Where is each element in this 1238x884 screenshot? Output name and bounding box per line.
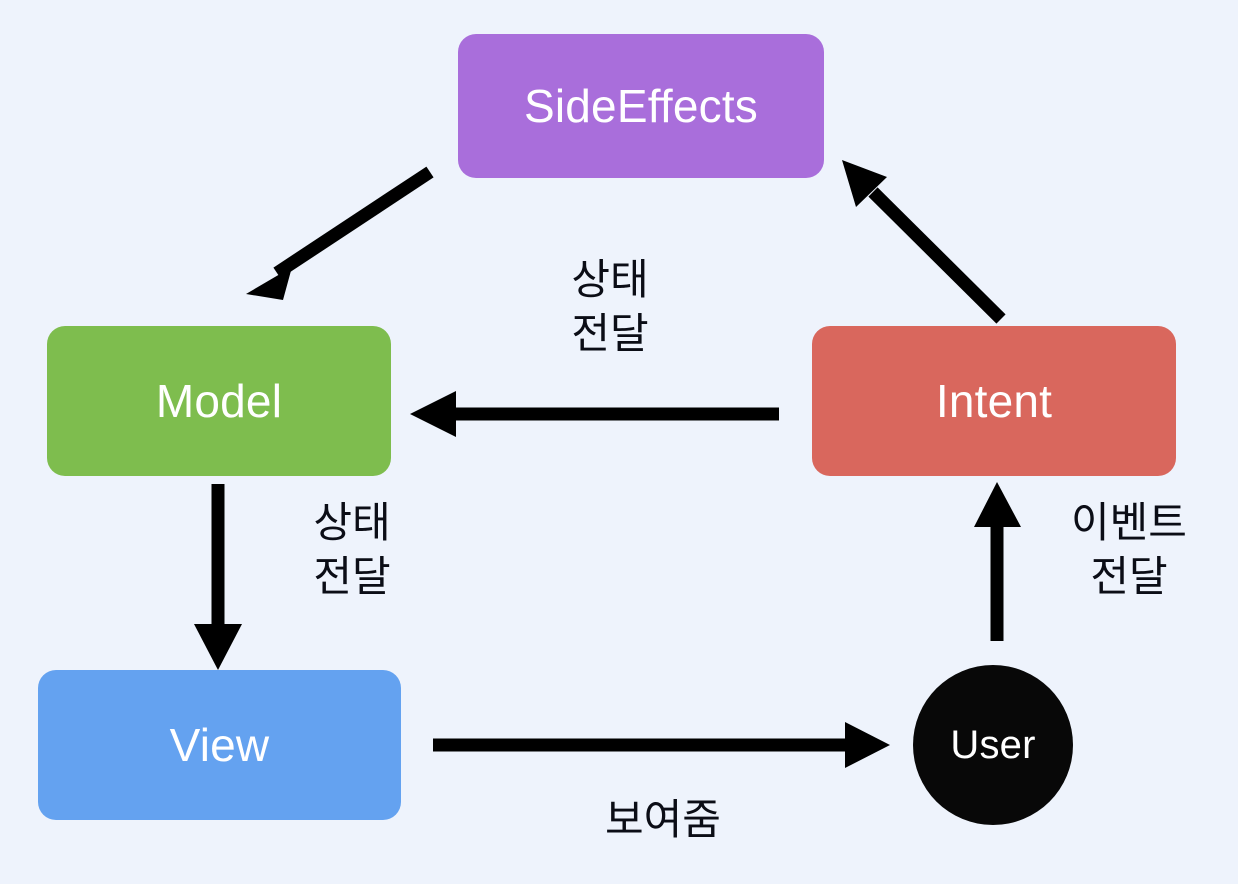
arrow-sideeffects-to-model [246, 166, 434, 300]
edge-label-view-to-user: 보여줌 [605, 796, 721, 843]
node-sideeffects[interactable]: SideEffects [458, 34, 824, 178]
arrow-intent-to-sideeffects [842, 160, 1006, 324]
arrow-user-to-intent [974, 482, 1021, 641]
node-model-label: Model [155, 375, 283, 427]
node-view[interactable]: View [38, 670, 401, 820]
node-intent-label: Intent [935, 375, 1053, 427]
arrow-view-to-user [433, 722, 890, 768]
edge-label-user-to-intent: 이벤트 전달 [1071, 499, 1187, 600]
arrow-intent-to-model [410, 391, 779, 437]
node-view-label: View [169, 719, 270, 771]
node-intent[interactable]: Intent [812, 326, 1176, 476]
node-user-label: User [950, 722, 1036, 767]
node-sideeffects-label: SideEffects [523, 80, 759, 132]
edge-label-model-to-view: 상태 전달 [313, 499, 391, 600]
node-model[interactable]: Model [47, 326, 391, 476]
node-user[interactable]: User [913, 665, 1073, 825]
edge-label-intent-to-model: 상태 전달 [571, 256, 649, 357]
arrow-model-to-view [194, 484, 242, 670]
